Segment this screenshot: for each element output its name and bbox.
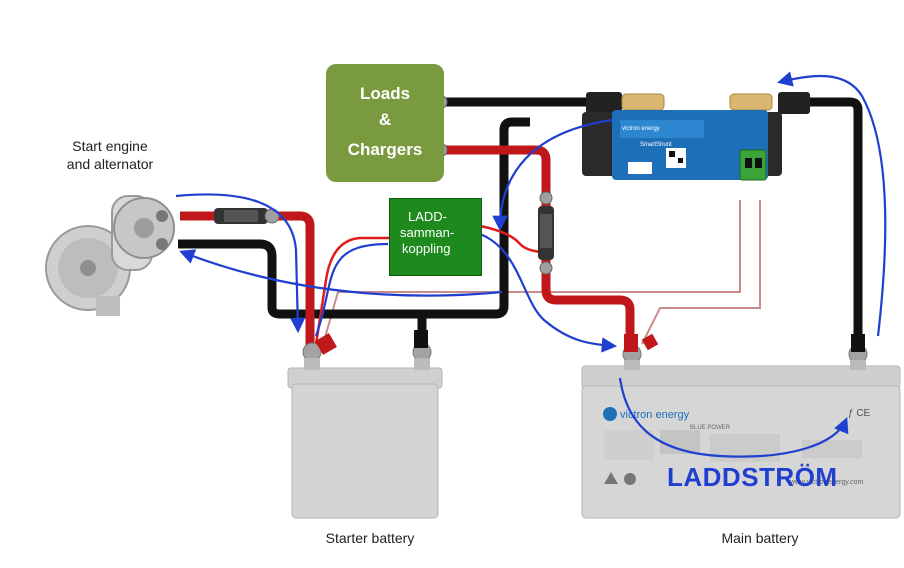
main-fuse	[538, 191, 554, 275]
shunt-brand: victron energy	[622, 126, 660, 132]
svg-text:ƒ CE: ƒ CE	[848, 408, 871, 419]
starter-battery	[287, 330, 443, 519]
inline-fuse	[214, 208, 280, 224]
ladd-label-line3: koppling	[402, 241, 451, 256]
battery-brand: victron energy	[620, 409, 690, 421]
ladd-label-line2: samman-	[400, 225, 455, 240]
shunt-model: SmartShunt	[640, 142, 672, 148]
start-engine-label: Start engine and alternator	[50, 137, 170, 173]
loads-label-line2: &	[378, 110, 392, 129]
loads-label-line3: Chargers	[347, 140, 423, 159]
negative-cables	[178, 97, 863, 352]
current-arrows	[175, 71, 887, 458]
smartshunt: victron energy SmartShunt	[582, 92, 810, 181]
ladd-label-line1: LADD-	[408, 209, 448, 224]
main-battery-label: Main battery	[721, 530, 799, 546]
battery-web: www.victronenergy.com	[789, 479, 864, 486]
starter-battery-label: Starter battery	[325, 530, 415, 546]
sense-wires	[321, 200, 761, 349]
battery-tagline: BLUE POWER	[690, 425, 731, 431]
ladd-sammankoppling-box: LADD- samman- koppling	[389, 198, 482, 276]
positive-cables	[180, 145, 635, 346]
loads-chargers-box: Loads & Chargers	[326, 64, 444, 182]
start-engine-label-line2: and alternator	[66, 156, 154, 172]
starter-motor	[45, 195, 175, 316]
start-engine-label-line1: Start engine	[72, 138, 148, 154]
laddstrom-label: LADDSTRÖM	[667, 462, 838, 492]
loads-label-line1: Loads	[359, 84, 411, 103]
